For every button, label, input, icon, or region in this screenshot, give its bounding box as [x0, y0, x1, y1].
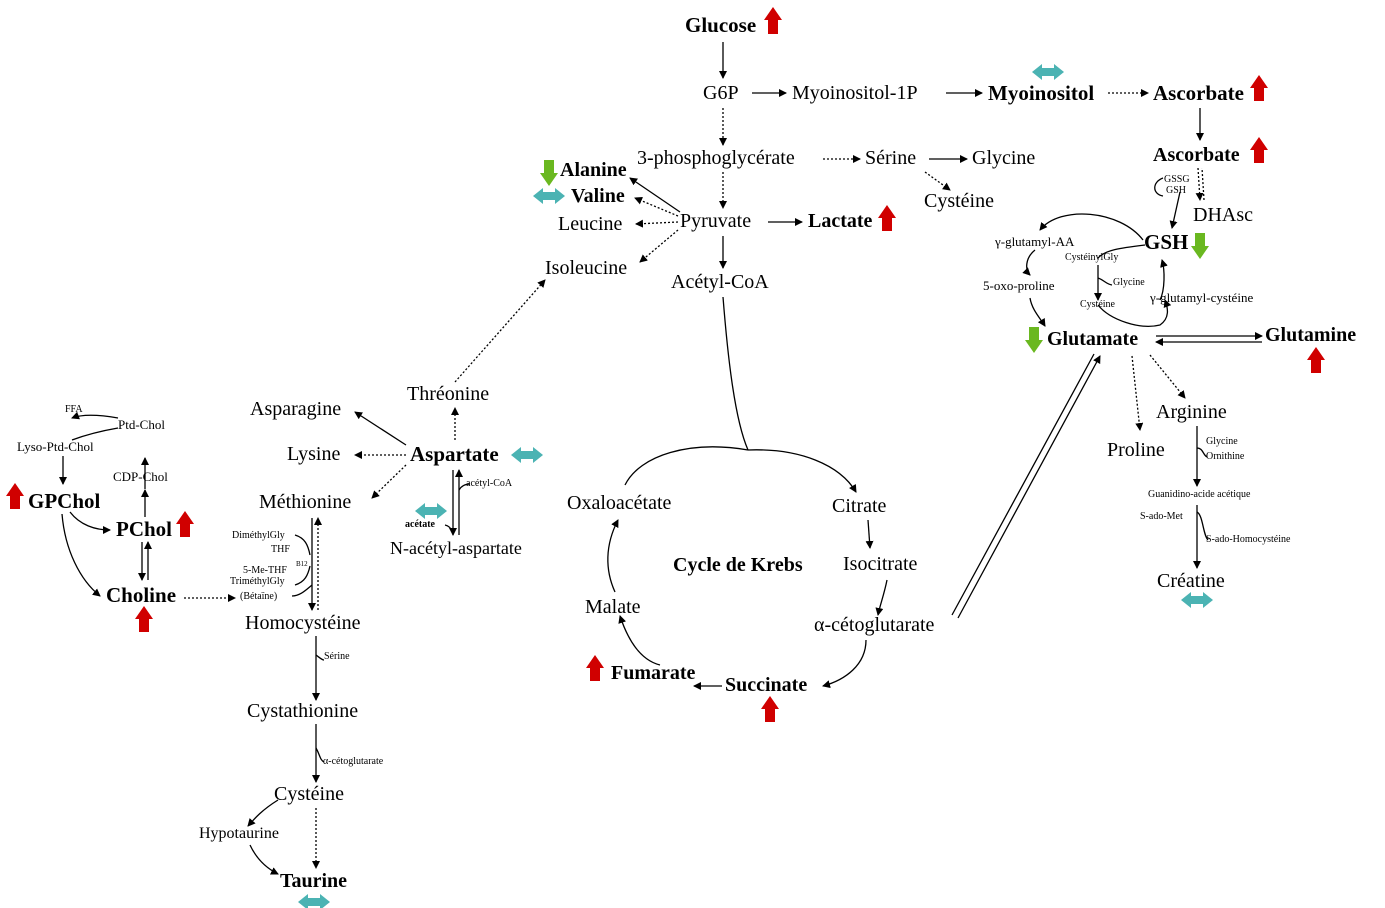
ornithine-label: Ornithine — [1206, 451, 1245, 462]
glutamate-label: Glutamate — [1047, 328, 1139, 350]
serine-top-label: Sérine — [865, 147, 917, 169]
arginine-label: Arginine — [1156, 401, 1227, 423]
cystathionine-label: Cystathionine — [247, 700, 359, 722]
fumarate-label: Fumarate — [611, 662, 696, 684]
acetate-label: acétate — [405, 519, 435, 530]
increase-arrow-icon — [1250, 137, 1268, 163]
myoinositol-1p-label: Myoinositol-1P — [792, 82, 918, 104]
increase-arrow-icon — [586, 655, 604, 681]
malate-label: Malate — [585, 596, 641, 618]
decrease-arrow-icon — [1191, 233, 1209, 259]
lysine-label: Lysine — [287, 443, 341, 465]
lyso-ptd-chol-label: Lyso-Ptd-Chol — [17, 439, 94, 454]
s-ado-met-label: S-ado-Met — [1140, 511, 1183, 522]
gpchol-label: GPChol — [28, 489, 101, 513]
cdp-chol-label: CDP-Chol — [113, 469, 168, 484]
krebs-cycle-label: Cycle de Krebs — [673, 554, 803, 576]
increase-arrow-icon — [6, 483, 24, 509]
valine-label: Valine — [571, 185, 625, 207]
hypotaurine-label: Hypotaurine — [199, 825, 279, 842]
g6p-label: G6P — [703, 82, 739, 104]
3-phosphoglycerate-label: 3-phosphoglycérate — [637, 147, 795, 169]
cysteine-small-label: Cystéine — [1080, 299, 1115, 310]
taurine-label: Taurine — [280, 870, 348, 892]
pyruvate-label: Pyruvate — [680, 210, 752, 232]
alpha-ketoglutarate-small-label: α-cétoglutarate — [323, 756, 384, 767]
glutamine-label: Glutamine — [1265, 324, 1357, 346]
unchanged-arrow-icon — [415, 503, 447, 519]
increase-arrow-icon — [1307, 347, 1325, 373]
decrease-arrow-icon — [540, 160, 558, 186]
threonine-label: Thréonine — [407, 383, 490, 405]
gsh-small-label: GSH — [1166, 185, 1187, 196]
isocitrate-label: Isocitrate — [843, 553, 918, 575]
increase-arrow-icon — [764, 7, 782, 34]
choline-label: Choline — [106, 583, 177, 607]
unchanged-arrow-icon — [533, 188, 565, 204]
increase-arrow-icon — [135, 606, 153, 632]
trimethylgly-label: TriméthylGly — [230, 576, 285, 587]
increase-arrow-icon — [1250, 75, 1268, 101]
isoleucine-label: Isoleucine — [545, 257, 628, 279]
glycine-top-label: Glycine — [972, 147, 1036, 169]
cysteinylgly-label: CystéinylGly — [1065, 252, 1119, 263]
ascorbate-top-label: Ascorbate — [1153, 81, 1244, 105]
pchol-label: PChol — [116, 517, 173, 541]
5-oxo-proline-label: 5-oxo-proline — [983, 278, 1055, 293]
decrease-arrow-icon — [1025, 327, 1043, 353]
methionine-label: Méthionine — [259, 491, 352, 513]
betaine-label: (Bétaïne) — [240, 591, 278, 602]
leucine-label: Leucine — [558, 213, 623, 235]
glycine-arg-label: Glycine — [1206, 436, 1238, 447]
lactate-label: Lactate — [808, 210, 873, 232]
homocysteine-label: Homocystéine — [245, 612, 361, 634]
cysteine-bottom-label: Cystéine — [274, 783, 344, 805]
glucose-label: Glucose — [685, 13, 757, 37]
aspartate-label: Aspartate — [410, 442, 499, 466]
oxaloacetate-label: Oxaloacétate — [567, 492, 672, 514]
dimethylgly-label: DiméthylGly — [232, 530, 285, 541]
gamma-glutamyl-cysteine-label: γ-glutamyl-cystéine — [1150, 290, 1254, 305]
serine-small-label: Sérine — [324, 651, 350, 662]
alpha-ketoglutarate-label: α-cétoglutarate — [814, 614, 935, 636]
citrate-label: Citrate — [832, 495, 887, 517]
thf-label: THF — [271, 544, 290, 555]
creatine-label: Créatine — [1157, 570, 1225, 592]
5-me-thf-label: 5-Me-THF — [243, 565, 287, 576]
ffa-label: FFA — [65, 404, 83, 415]
b12-label: B12 — [296, 560, 308, 568]
asparagine-label: Asparagine — [250, 398, 342, 420]
s-ado-homocysteine-label: S-ado-Homocystéine — [1206, 534, 1291, 545]
guanidino-label: Guanidino-acide acétique — [1148, 489, 1251, 500]
proline-label: Proline — [1107, 439, 1165, 461]
ascorbate-label: Ascorbate — [1153, 144, 1240, 166]
cysteine-top-label: Cystéine — [924, 190, 994, 212]
increase-arrow-icon — [878, 205, 896, 231]
unchanged-arrow-icon — [1032, 64, 1064, 80]
succinate-label: Succinate — [725, 674, 808, 696]
myoinositol-label: Myoinositol — [988, 81, 1095, 105]
increase-arrow-icon — [761, 696, 779, 722]
gsh-label: GSH — [1144, 230, 1189, 254]
acetyl-coa-small-label: acétyl-CoA — [466, 478, 513, 489]
gssg-label: GSSG — [1164, 174, 1190, 185]
gamma-glutamyl-aa-label: γ-glutamyl-AA — [995, 234, 1075, 249]
ptd-chol-label: Ptd-Chol — [118, 417, 165, 432]
glycine-small-label: Glycine — [1113, 277, 1145, 288]
unchanged-arrow-icon — [1181, 592, 1213, 608]
acetyl-coa-label: Acétyl-CoA — [671, 271, 769, 293]
n-acetyl-aspartate-label: N-acétyl-aspartate — [390, 538, 522, 558]
alanine-label: Alanine — [560, 159, 627, 181]
unchanged-arrow-icon — [511, 447, 543, 463]
unchanged-arrow-icon — [298, 894, 330, 908]
dhasc-label: DHAsc — [1193, 204, 1253, 226]
increase-arrow-icon — [176, 511, 194, 537]
